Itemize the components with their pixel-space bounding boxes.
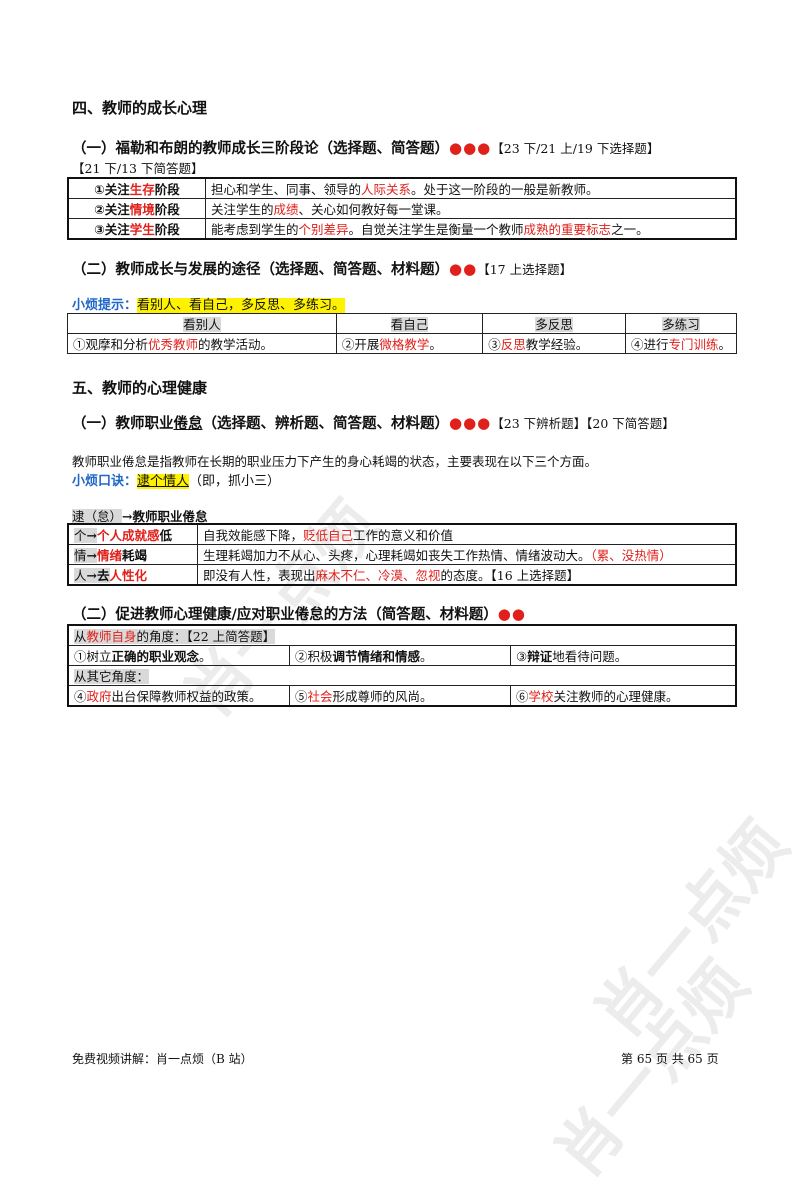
- stage-desc: 关注学生的成绩、关心如何教好每一堂课。: [205, 198, 737, 219]
- routes-table: 看别人看自己多反思多练习 ①观摩和分析优秀教师的教学活动。②开展微格教学。③反思…: [67, 313, 738, 354]
- route-head: 看别人: [67, 313, 337, 334]
- page-number: 第 65 页 共 65 页: [621, 1052, 719, 1066]
- route-item: ②开展微格教学。: [335, 333, 484, 354]
- methods-row-self: 从教师自身的角度：【22 上简答题】: [67, 624, 737, 646]
- route-item: ①观摩和分析优秀教师的教学活动。: [67, 333, 337, 354]
- chain-label: 逮（怠）→教师职业倦怠: [72, 506, 208, 525]
- method-2: ②积极调节情绪和情感。: [289, 645, 511, 666]
- burnout-row: 人→去人性化即没有人性，表现出麻木不仁、冷漠、忽视的态度。【16 上选择题】: [67, 564, 737, 586]
- route-item: ③反思教学经验。: [482, 333, 626, 354]
- method-5: ⑤社会形成尊师的风尚。: [289, 685, 511, 707]
- chain-label-b: →教师职业倦怠: [122, 509, 208, 524]
- subsection-title: （一）福勒和布朗的教师成长三阶段论（选择题、简答题）●●●【23 下/21 上/…: [72, 137, 659, 158]
- importance-dots: ●●: [497, 605, 526, 623]
- burnout-label: 个→个人成就感低: [67, 523, 198, 545]
- subsection-title: （二）促进教师心理健康/应对职业倦怠的方法（简答题、材料题）●●: [72, 603, 526, 624]
- stage-row: ①关注生存阶段担心和学生、同事、领导的人际关系。处于这一阶段的一般是新教师。: [67, 177, 737, 199]
- burnout-row: 情→情绪耗竭生理耗竭加力不从心、头疼，心理耗竭如丧失工作热情、情绪波动大。（累、…: [67, 544, 737, 565]
- burnout-table: 个→个人成就感低自我效能感下降，贬低自己工作的意义和价值情→情绪耗竭生理耗竭加力…: [67, 523, 737, 586]
- tip-text: 看别人、看自己，多反思、多练习。: [137, 298, 346, 313]
- exam-ref: 【23 下辨析题】【20 下简答题】: [491, 416, 675, 431]
- route-head: 多练习: [624, 313, 738, 334]
- stage-row: ③关注学生阶段能考虑到学生的个别差异。自觉关注学生是衡量一个教师成熟的重要标志之…: [67, 218, 737, 240]
- stage-label: ②关注情境阶段: [67, 198, 206, 219]
- stage-label: ①关注生存阶段: [67, 177, 206, 199]
- importance-dots: ●●: [449, 260, 478, 278]
- burnout-desc: 即没有人性，表现出麻木不仁、冷漠、忽视的态度。【16 上选择题】: [197, 564, 737, 586]
- burnout-row: 个→个人成就感低自我效能感下降，贬低自己工作的意义和价值: [67, 523, 737, 545]
- methods-table: 从教师自身的角度：【22 上简答题】 ①树立正确的职业观念。 ②积极调节情绪和情…: [67, 624, 737, 707]
- exam-ref: 【17 上选择题】: [477, 262, 573, 277]
- stage-desc: 担心和学生、同事、领导的人际关系。处于这一阶段的一般是新教师。: [205, 177, 737, 199]
- subsection-title-text: （一）教师职业: [72, 416, 174, 432]
- stages-table: ①关注生存阶段担心和学生、同事、领导的人际关系。处于这一阶段的一般是新教师。②关…: [67, 177, 737, 240]
- subsection-title-text: 倦怠: [173, 416, 203, 432]
- stage-desc: 能考虑到学生的个别差异。自觉关注学生是衡量一个教师成熟的重要标志之一。: [205, 218, 737, 240]
- burnout-desc: 自我效能感下降，贬低自己工作的意义和价值: [197, 523, 737, 545]
- subsection-title: （一）教师职业倦怠（选择题、辨析题、简答题、材料题）●●●【23 下辨析题】【2…: [72, 412, 675, 433]
- importance-dots: ●●●: [449, 414, 492, 432]
- method-3: ③辩证地看待问题。: [510, 645, 737, 666]
- chain-label-a: 逮（怠）: [72, 509, 123, 524]
- footer-left: 免费视频讲解：肖一点烦（B 站）: [72, 1052, 253, 1066]
- mnemonic-label: 小烦口诀：: [72, 474, 138, 489]
- burnout-label: 情→情绪耗竭: [67, 544, 198, 565]
- method-6: ⑥学校关注教师的心理健康。: [510, 685, 737, 707]
- mnemonic-tail: （即，抓小三）: [189, 474, 281, 489]
- route-item: ④进行专门训练。: [624, 333, 738, 354]
- methods-row-other: 从其它角度：: [67, 665, 737, 686]
- subsection-title-text: （二）促进教师心理健康/应对职业倦怠的方法（简答题、材料题）: [72, 607, 498, 623]
- method-1: ①树立正确的职业观念。: [67, 645, 290, 666]
- section-title: 四、教师的成长心理: [72, 99, 208, 117]
- tip: 小烦提示：看别人、看自己，多反思、多练习。: [72, 294, 346, 313]
- importance-dots: ●●●: [449, 139, 492, 157]
- burnout-label: 人→去人性化: [67, 564, 198, 586]
- exam-ref: 【23 下/21 上/19 下选择题】: [491, 141, 660, 156]
- stage-label: ③关注学生阶段: [67, 218, 206, 240]
- route-head: 多反思: [482, 313, 626, 334]
- tip-label: 小烦提示：: [72, 298, 138, 313]
- subsection-title: （二）教师成长与发展的途径（选择题、简答题、材料题）●●【17 上选择题】: [72, 258, 572, 279]
- exam-ref: 【21 下/13 下简答题】: [72, 161, 204, 176]
- burnout-desc: 生理耗竭加力不从心、头疼，心理耗竭如丧失工作热情、情绪波动大。（累、没热情）: [197, 544, 737, 565]
- subsection-title-text: （二）教师成长与发展的途径（选择题、简答题、材料题）: [72, 262, 449, 278]
- subsection-title-text: （一）福勒和布朗的教师成长三阶段论（选择题、简答题）: [72, 141, 449, 157]
- section-title: 五、教师的心理健康: [72, 379, 208, 397]
- route-head: 看自己: [335, 313, 484, 334]
- subsection-title-text: （选择题、辨析题、简答题、材料题）: [202, 416, 450, 432]
- mnemonic: 小烦口诀：逮个情人（即，抓小三）: [72, 470, 280, 489]
- stage-row: ②关注情境阶段关注学生的成绩、关心如何教好每一堂课。: [67, 198, 737, 219]
- method-4: ④政府出台保障教师权益的政策。: [67, 685, 290, 707]
- paragraph: 教师职业倦怠是指教师在长期的职业压力下产生的身心耗竭的状态，主要表现在以下三个方…: [72, 454, 598, 469]
- mnemonic-text: 逮个情人: [137, 474, 190, 489]
